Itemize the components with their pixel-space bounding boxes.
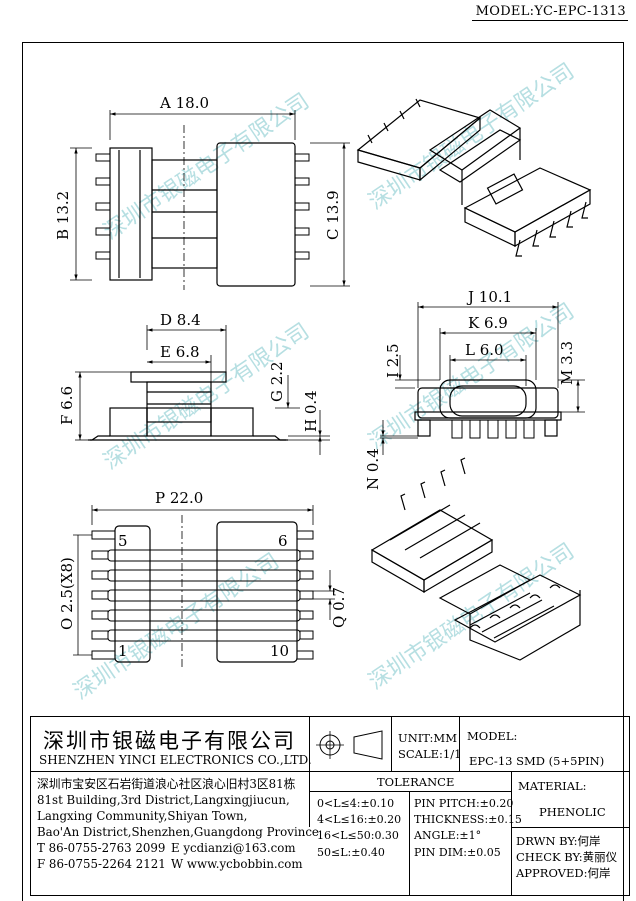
dim-k: K 6.9 — [468, 314, 508, 332]
dim-g: G 2.2 — [268, 361, 286, 402]
dim-l: L 6.0 — [465, 341, 504, 359]
address-cn: 深圳市宝安区石岩街道浪心社区浪心旧村3区81栋 — [37, 777, 296, 791]
pin-label-10: 10 — [270, 642, 289, 660]
website: W www.ycbobbin.com — [171, 857, 303, 871]
fax-number: F 86-0755-2264 2121 — [37, 857, 166, 871]
watermark-5: 深圳市银磁电子有限公司 — [69, 549, 284, 705]
top-view — [70, 110, 350, 290]
tolerance-8: PIN DIM:±0.05 — [414, 846, 501, 859]
company-name-cn: 深圳市银磁电子有限公司 — [43, 729, 296, 753]
tolerance-7: ANGLE:±1° — [414, 829, 482, 842]
pin-label-5: 5 — [118, 532, 128, 550]
dim-o: O 2.5(X8) — [58, 557, 76, 630]
dim-q: Q 0.7 — [330, 587, 348, 628]
model-label: MODEL: — [467, 729, 518, 743]
dim-j: J 10.1 — [466, 288, 512, 306]
unit-label: UNIT:MM — [398, 731, 457, 745]
approved-by: APPROVED:何岸 — [516, 866, 611, 880]
dim-e: E 6.8 — [160, 343, 200, 361]
tolerance-5: PIN PITCH:±0.20 — [414, 797, 514, 810]
dim-b: B 13.2 — [54, 191, 72, 240]
tolerance-3: 16<L≤50:0.30 — [317, 829, 399, 842]
tolerance-1: 0<L≤4:±0.10 — [317, 797, 395, 810]
pin-label-1: 1 — [118, 642, 128, 660]
tel-number: T 86-0755-2763 2099 — [37, 841, 166, 855]
address-en-1: 81st Building,3rd District,Langxingjiucu… — [37, 793, 290, 807]
projection-symbol — [316, 730, 383, 760]
technical-drawing: 深圳市银磁电子有限公司 深圳市银磁电子有限公司 深圳市银磁电子有限公司 深圳市银… — [54, 59, 592, 705]
tolerance-4: 50≤L:±0.40 — [317, 846, 385, 859]
email-address: E ycdianzi@163.com — [171, 841, 296, 855]
drawing-frame — [22, 42, 624, 901]
dim-c: C 13.9 — [324, 190, 342, 240]
iso-view-bottom — [370, 457, 582, 661]
dim-m: M 3.3 — [558, 341, 576, 385]
drawn-by: DRWN BY:何岸 — [516, 834, 601, 848]
pin-label-6: 6 — [278, 532, 288, 550]
end-view — [380, 302, 585, 455]
dim-i: I 2.5 — [384, 343, 402, 378]
tolerance-label: TOLERANCE — [377, 775, 455, 789]
side-view — [75, 325, 330, 455]
scale-label: SCALE:1/1 — [398, 747, 462, 761]
tolerance-6: THICKNESS:±0.15 — [414, 813, 522, 826]
bottom-view — [73, 505, 335, 670]
title-block: 深圳市银磁电子有限公司 SHENZHEN YINCI ELECTRONICS C… — [30, 716, 630, 896]
tolerance-2: 4<L≤16:±0.20 — [317, 813, 402, 826]
model-header: MODEL:YC-EPC-1313 — [471, 4, 628, 21]
material-value: PHENOLIC — [539, 805, 606, 819]
dim-a: A 18.0 — [159, 94, 209, 112]
dim-h: H 0.4 — [302, 390, 320, 432]
iso-view-top — [356, 98, 592, 257]
address-en-3: Bao'An District,Shenzhen,Guangdong Provi… — [37, 825, 319, 839]
address-en-2: Langxing Community,Shiyan Town, — [37, 809, 248, 823]
material-label: MATERIAL: — [518, 779, 587, 793]
dim-n: N 0.4 — [364, 448, 382, 490]
dim-p: P 22.0 — [155, 489, 203, 507]
dim-f: F 6.6 — [58, 386, 76, 425]
watermark-1: 深圳市银磁电子有限公司 — [99, 89, 314, 245]
company-name-en: SHENZHEN YINCI ELECTRONICS CO.,LTD. — [39, 753, 312, 767]
watermark-6: 深圳市银磁电子有限公司 — [364, 539, 579, 695]
model-value: EPC-13 SMD (5+5PIN) — [469, 754, 605, 768]
check-by: CHECK BY:黄丽仪 — [516, 850, 618, 864]
dim-d: D 8.4 — [160, 311, 201, 329]
